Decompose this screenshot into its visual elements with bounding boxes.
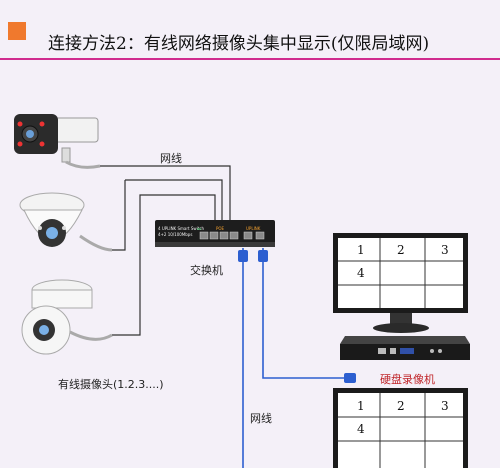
poe-switch-icon: 4 UPLINK Smart Switch 4+2 10/100Mbps POE… — [155, 220, 275, 247]
cable-camera-2 — [112, 180, 126, 251]
switch-brand-line2: 4+2 10/100Mbps — [158, 232, 192, 237]
uplink-cables — [242, 248, 345, 468]
switch-poe-label: POE — [216, 226, 225, 231]
network-cable-label-bottom: 网线 — [250, 412, 272, 425]
monitor-top-cell-3: 3 — [441, 243, 449, 257]
nvr-icon — [340, 336, 470, 360]
title-bar: 连接方法2：有线网络摄像头集中显示(仅限局域网) — [0, 0, 500, 60]
monitor-bottom-cell-3: 3 — [441, 399, 449, 413]
cable-switch-to-nvr — [262, 248, 345, 379]
cameras-label: 有线摄像头(1.2.3....) — [58, 378, 164, 391]
switch-uplink-label: UPLINK — [246, 226, 261, 231]
network-cable-label-top: 网线 — [160, 152, 182, 165]
monitor-top-cell-2: 2 — [397, 243, 405, 257]
cable-camera-1 — [100, 165, 231, 225]
camera-cables — [100, 165, 231, 336]
title-divider — [0, 58, 500, 60]
page-title: 连接方法2：有线网络摄像头集中显示(仅限局域网) — [48, 34, 430, 54]
bullet-camera-icon — [14, 114, 101, 169]
monitor-top-cell-4: 4 — [357, 266, 365, 280]
dome-camera-icon — [19, 192, 113, 252]
monitor-top-cell-1: 1 — [357, 243, 365, 257]
monitor-icon: 1 2 3 4 — [333, 388, 468, 468]
ptz-camera-icon — [21, 279, 113, 355]
rj45-plug-icon — [238, 250, 356, 383]
title-accent-square — [8, 22, 26, 40]
nvr-label: 硬盘录像机 — [380, 373, 435, 386]
monitor-icon: 1 2 3 4 — [333, 233, 468, 333]
monitor-bottom-cell-1: 1 — [357, 399, 365, 413]
switch-brand-line1: 4 UPLINK Smart Switch — [158, 226, 205, 231]
monitor-bottom-cell-4: 4 — [357, 422, 365, 436]
cable-camera-2-upper — [125, 179, 223, 225]
switch-label: 交换机 — [190, 264, 223, 277]
cable-camera-3 — [112, 194, 216, 336]
monitor-bottom-cell-2: 2 — [397, 399, 405, 413]
